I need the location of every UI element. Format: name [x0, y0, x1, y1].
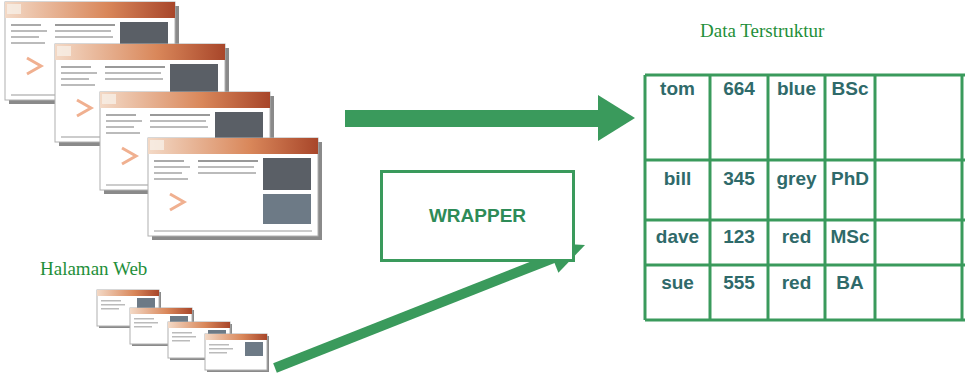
table-cell: BA — [825, 272, 875, 294]
section-title: Data Terstruktur — [700, 20, 900, 42]
table-cell: dave — [645, 226, 710, 248]
top-arrow — [345, 95, 635, 141]
table-cell: 345 — [710, 168, 768, 190]
process-box: WRAPPER — [380, 170, 575, 262]
table-cell: PhD — [825, 168, 875, 190]
box-label: WRAPPER — [429, 205, 526, 227]
web-page-stack — [5, 2, 322, 240]
table-cell: BSc — [825, 78, 875, 100]
section-title: Halaman Web — [40, 258, 200, 280]
table-cell: 555 — [710, 272, 768, 294]
small-page-stack — [97, 290, 269, 372]
table-cell: 123 — [710, 226, 768, 248]
table-cell: bill — [645, 168, 710, 190]
table-cell: grey — [768, 168, 825, 190]
table-cell: sue — [645, 272, 710, 294]
table-grid — [645, 75, 965, 320]
table-cell: red — [768, 272, 825, 294]
table-cell: tom — [645, 78, 710, 100]
table-cell: MSc — [825, 226, 875, 248]
table-cell: blue — [768, 78, 825, 100]
table-cell: red — [768, 226, 825, 248]
table-cell: 664 — [710, 78, 768, 100]
